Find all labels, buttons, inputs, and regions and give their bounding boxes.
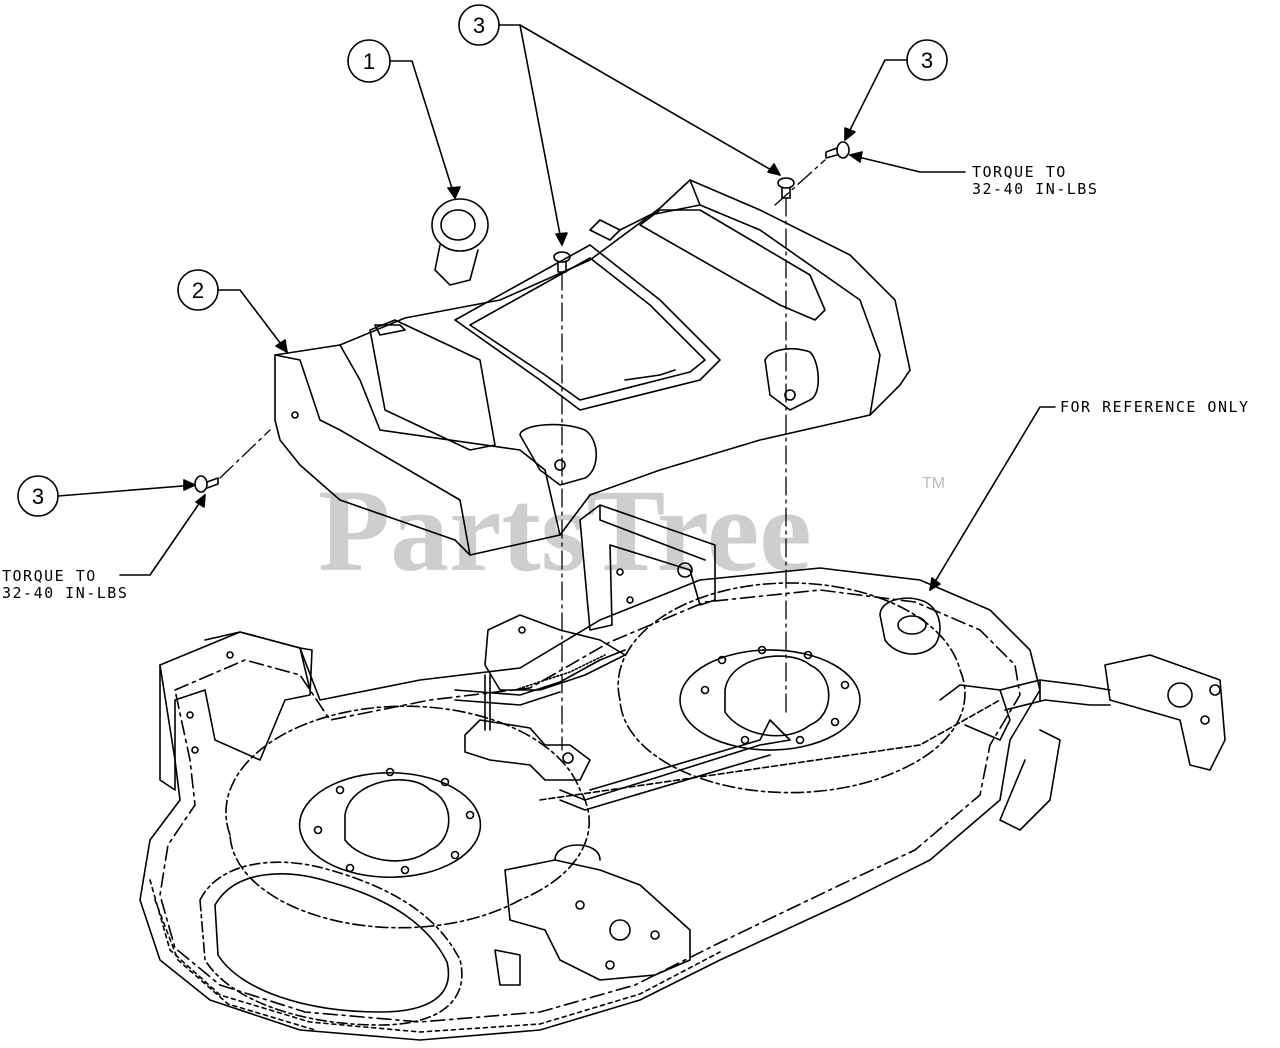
left-bracket [159,631,313,791]
deck-trim-dashed [149,879,721,1033]
left-deck-opening [199,861,463,1026]
pivot-bracket [464,674,591,781]
watermark-brand: PartsTree [318,465,812,596]
screw-c [825,141,850,159]
callout-1: 1 [347,39,461,199]
svg-text:3: 3 [921,48,933,73]
svg-text:1: 1 [363,49,375,74]
torque-note-left-line1: TORQUE TO [2,567,97,585]
watermark: PartsTree TM [318,465,945,596]
part-2-belt-cover [274,179,911,556]
right-spindle [617,582,966,794]
idler-arm [454,614,626,706]
svg-text:3: 3 [32,484,44,509]
torque-note-right-line2: 32-40 IN-LBS [972,180,1099,198]
left-spindle [225,705,590,929]
torque-note-left-line2: 32-40 IN-LBS [2,584,129,602]
screw-d [194,475,219,493]
svg-text:2: 2 [192,278,204,303]
deck-trim-dashed [154,899,316,1031]
torque-note-right-line1: TORQUE TO [972,163,1067,181]
watermark-trademark: TM [922,475,945,492]
rear-bracket [494,844,691,986]
callout-3-right: 3 [844,39,948,141]
note-leaders [119,151,1056,591]
callout-3-top: 3 [458,4,781,246]
mower-deck [139,504,1226,1041]
center-bracket [579,504,716,631]
linkage-rod [539,699,1001,811]
vent-boss [879,597,941,655]
deck-outline [139,567,1041,1041]
deck-inner-dashed [159,589,1021,1023]
callout-3-left: 3 [17,475,196,517]
right-front-bracket [939,654,1226,831]
callout-2: 2 [177,269,288,353]
svg-text:3: 3 [473,13,485,38]
screw-a [553,251,571,273]
part-1-knob [431,198,489,286]
callouts: 1 2 3 3 [17,4,948,517]
assembly-lines [219,159,826,751]
reference-note: FOR REFERENCE ONLY [1060,398,1250,416]
